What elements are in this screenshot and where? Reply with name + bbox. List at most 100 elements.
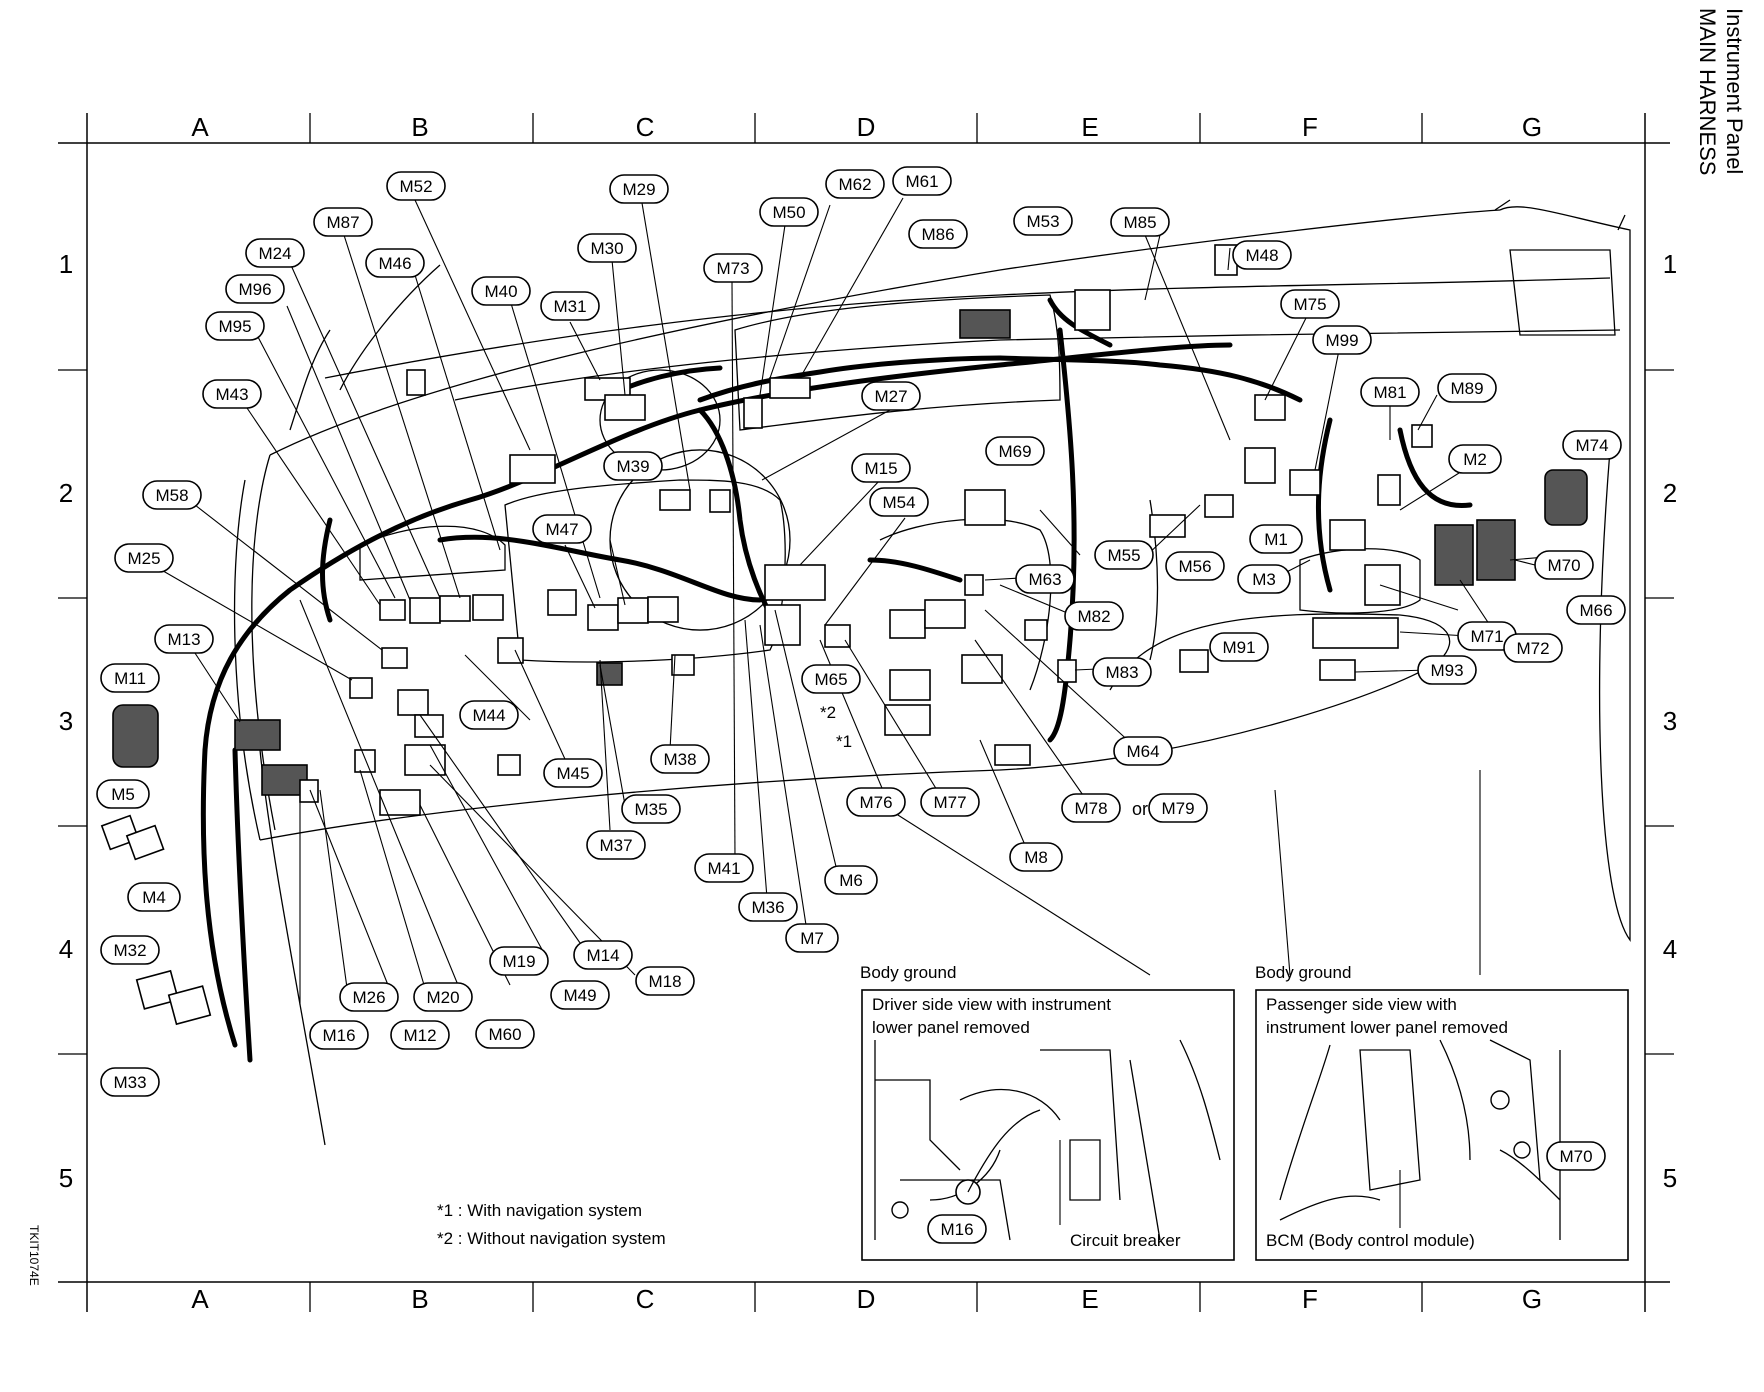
column-label: D	[857, 112, 876, 142]
svg-text:M72: M72	[1516, 639, 1549, 658]
svg-text:M56: M56	[1178, 557, 1211, 576]
svg-text:M41: M41	[707, 859, 740, 878]
svg-text:M48: M48	[1245, 246, 1278, 265]
row-labels-left: 1 2 3 4 5	[59, 249, 73, 1193]
column-labels-bottom: A B C D E F G	[191, 1284, 1542, 1314]
figure-code: TKIT1074E	[27, 1225, 41, 1286]
svg-text:M29: M29	[622, 180, 655, 199]
svg-text:M8: M8	[1024, 848, 1048, 867]
svg-text:M65: M65	[814, 670, 847, 689]
svg-text:M58: M58	[155, 486, 188, 505]
svg-text:M2: M2	[1463, 450, 1487, 469]
connector-tag-M11: M11	[100, 663, 160, 693]
connector-tag-M19: M19	[489, 946, 549, 976]
svg-text:M26: M26	[352, 988, 385, 1007]
passenger-inset-header: Body ground	[1255, 963, 1351, 982]
svg-text:M71: M71	[1470, 627, 1503, 646]
connector-tag-M25: M25	[114, 543, 174, 573]
connector-tag-M99: M99	[1312, 325, 1372, 355]
connector-tag-M56: M56	[1165, 551, 1225, 581]
main-harness	[200, 297, 1473, 1063]
note-1: *1 : With navigation system	[437, 1201, 642, 1220]
row-labels-right: 1 2 3 4 5	[1663, 249, 1677, 1193]
svg-text:M4: M4	[142, 888, 166, 907]
column-label: F	[1302, 112, 1318, 142]
column-label: A	[191, 1284, 209, 1314]
svg-text:M5: M5	[111, 785, 135, 804]
svg-text:M54: M54	[882, 493, 915, 512]
svg-text:M53: M53	[1026, 212, 1059, 231]
svg-text:M37: M37	[599, 836, 632, 855]
connector-tag-M78: M78	[1061, 793, 1121, 823]
svg-text:M85: M85	[1123, 213, 1156, 232]
column-label: E	[1081, 112, 1098, 142]
svg-text:M73: M73	[716, 259, 749, 278]
connector-tag-M53: M53	[1013, 206, 1073, 236]
connector-tag-M2: M2	[1448, 444, 1502, 474]
svg-text:M32: M32	[113, 941, 146, 960]
connector-tag-M37: M37	[586, 830, 646, 860]
connector-tag-M65: M65	[801, 664, 861, 694]
passenger-inset-caption-2: instrument lower panel removed	[1266, 1018, 1508, 1037]
connector-tags: M52 M87 M24 M46 M96 M95 M43 M58 M25 M13 …	[96, 166, 1626, 1097]
svg-text:M36: M36	[751, 898, 784, 917]
connector-tag-M58: M58	[142, 480, 202, 510]
connector-tag-M55: M55	[1094, 540, 1154, 570]
connector-tag-M8: M8	[1009, 842, 1063, 872]
figure-code-text: TKIT1074E	[27, 1225, 41, 1286]
column-label: C	[636, 1284, 655, 1314]
svg-text:M52: M52	[399, 177, 432, 196]
connector-tag-M66: M66	[1566, 595, 1626, 625]
connector-tag-M7: M7	[785, 923, 839, 953]
connector-tag-M81: M81	[1360, 377, 1420, 407]
connector-tag-M45: M45	[543, 758, 603, 788]
connector-tag-M72: M72	[1503, 633, 1563, 663]
connector-tag-M39: M39	[603, 451, 663, 481]
svg-text:M1: M1	[1264, 530, 1288, 549]
connector-tag-M64: M64	[1113, 736, 1173, 766]
grid-frame	[58, 113, 1674, 1312]
title-line-1: MAIN HARNESS	[1695, 8, 1720, 175]
svg-text:M19: M19	[502, 952, 535, 971]
connector-tag-M91: M91	[1209, 632, 1269, 662]
connector-tag-M61: M61	[892, 166, 952, 196]
column-label: B	[411, 1284, 428, 1314]
row-label: 2	[1663, 478, 1677, 508]
svg-text:M50: M50	[772, 203, 805, 222]
connector-tag-M93: M93	[1417, 655, 1477, 685]
connector-tag-M24: M24	[245, 238, 305, 268]
svg-text:M35: M35	[634, 800, 667, 819]
passenger-inset-ground-tag: M70	[1546, 1141, 1606, 1171]
note-marker-2: *2	[820, 703, 836, 722]
connector-tag-M36: M36	[738, 892, 798, 922]
connector-tag-M27: M27	[861, 381, 921, 411]
connector-tag-M18: M18	[635, 966, 695, 996]
svg-text:M83: M83	[1105, 663, 1138, 682]
connector-tag-M73: M73	[703, 253, 763, 283]
connector-tag-M49: M49	[550, 980, 610, 1010]
svg-text:M27: M27	[874, 387, 907, 406]
svg-text:M25: M25	[127, 549, 160, 568]
svg-text:M69: M69	[998, 442, 1031, 461]
connector-tag-M54: M54	[869, 487, 929, 517]
note-marker-1: *1	[836, 732, 852, 751]
svg-text:M86: M86	[921, 225, 954, 244]
driver-inset-caption-1: Driver side view with instrument	[872, 995, 1111, 1014]
svg-text:M62: M62	[838, 175, 871, 194]
svg-text:M7: M7	[800, 929, 824, 948]
connector-tag-M75: M75	[1280, 289, 1340, 319]
svg-text:M20: M20	[426, 988, 459, 1007]
variant-markers: or *2 *1	[820, 703, 1148, 819]
connector-tag-M38: M38	[650, 744, 710, 774]
column-label: F	[1302, 1284, 1318, 1314]
connector-tag-M13: M13	[154, 624, 214, 654]
svg-text:M82: M82	[1077, 607, 1110, 626]
row-label: 3	[1663, 706, 1677, 736]
passenger-inset-part-label: BCM (Body control module)	[1266, 1231, 1475, 1250]
column-label: G	[1522, 1284, 1542, 1314]
or-label: or	[1132, 799, 1148, 819]
row-label: 3	[59, 706, 73, 736]
svg-text:M81: M81	[1373, 383, 1406, 402]
svg-text:M39: M39	[616, 457, 649, 476]
